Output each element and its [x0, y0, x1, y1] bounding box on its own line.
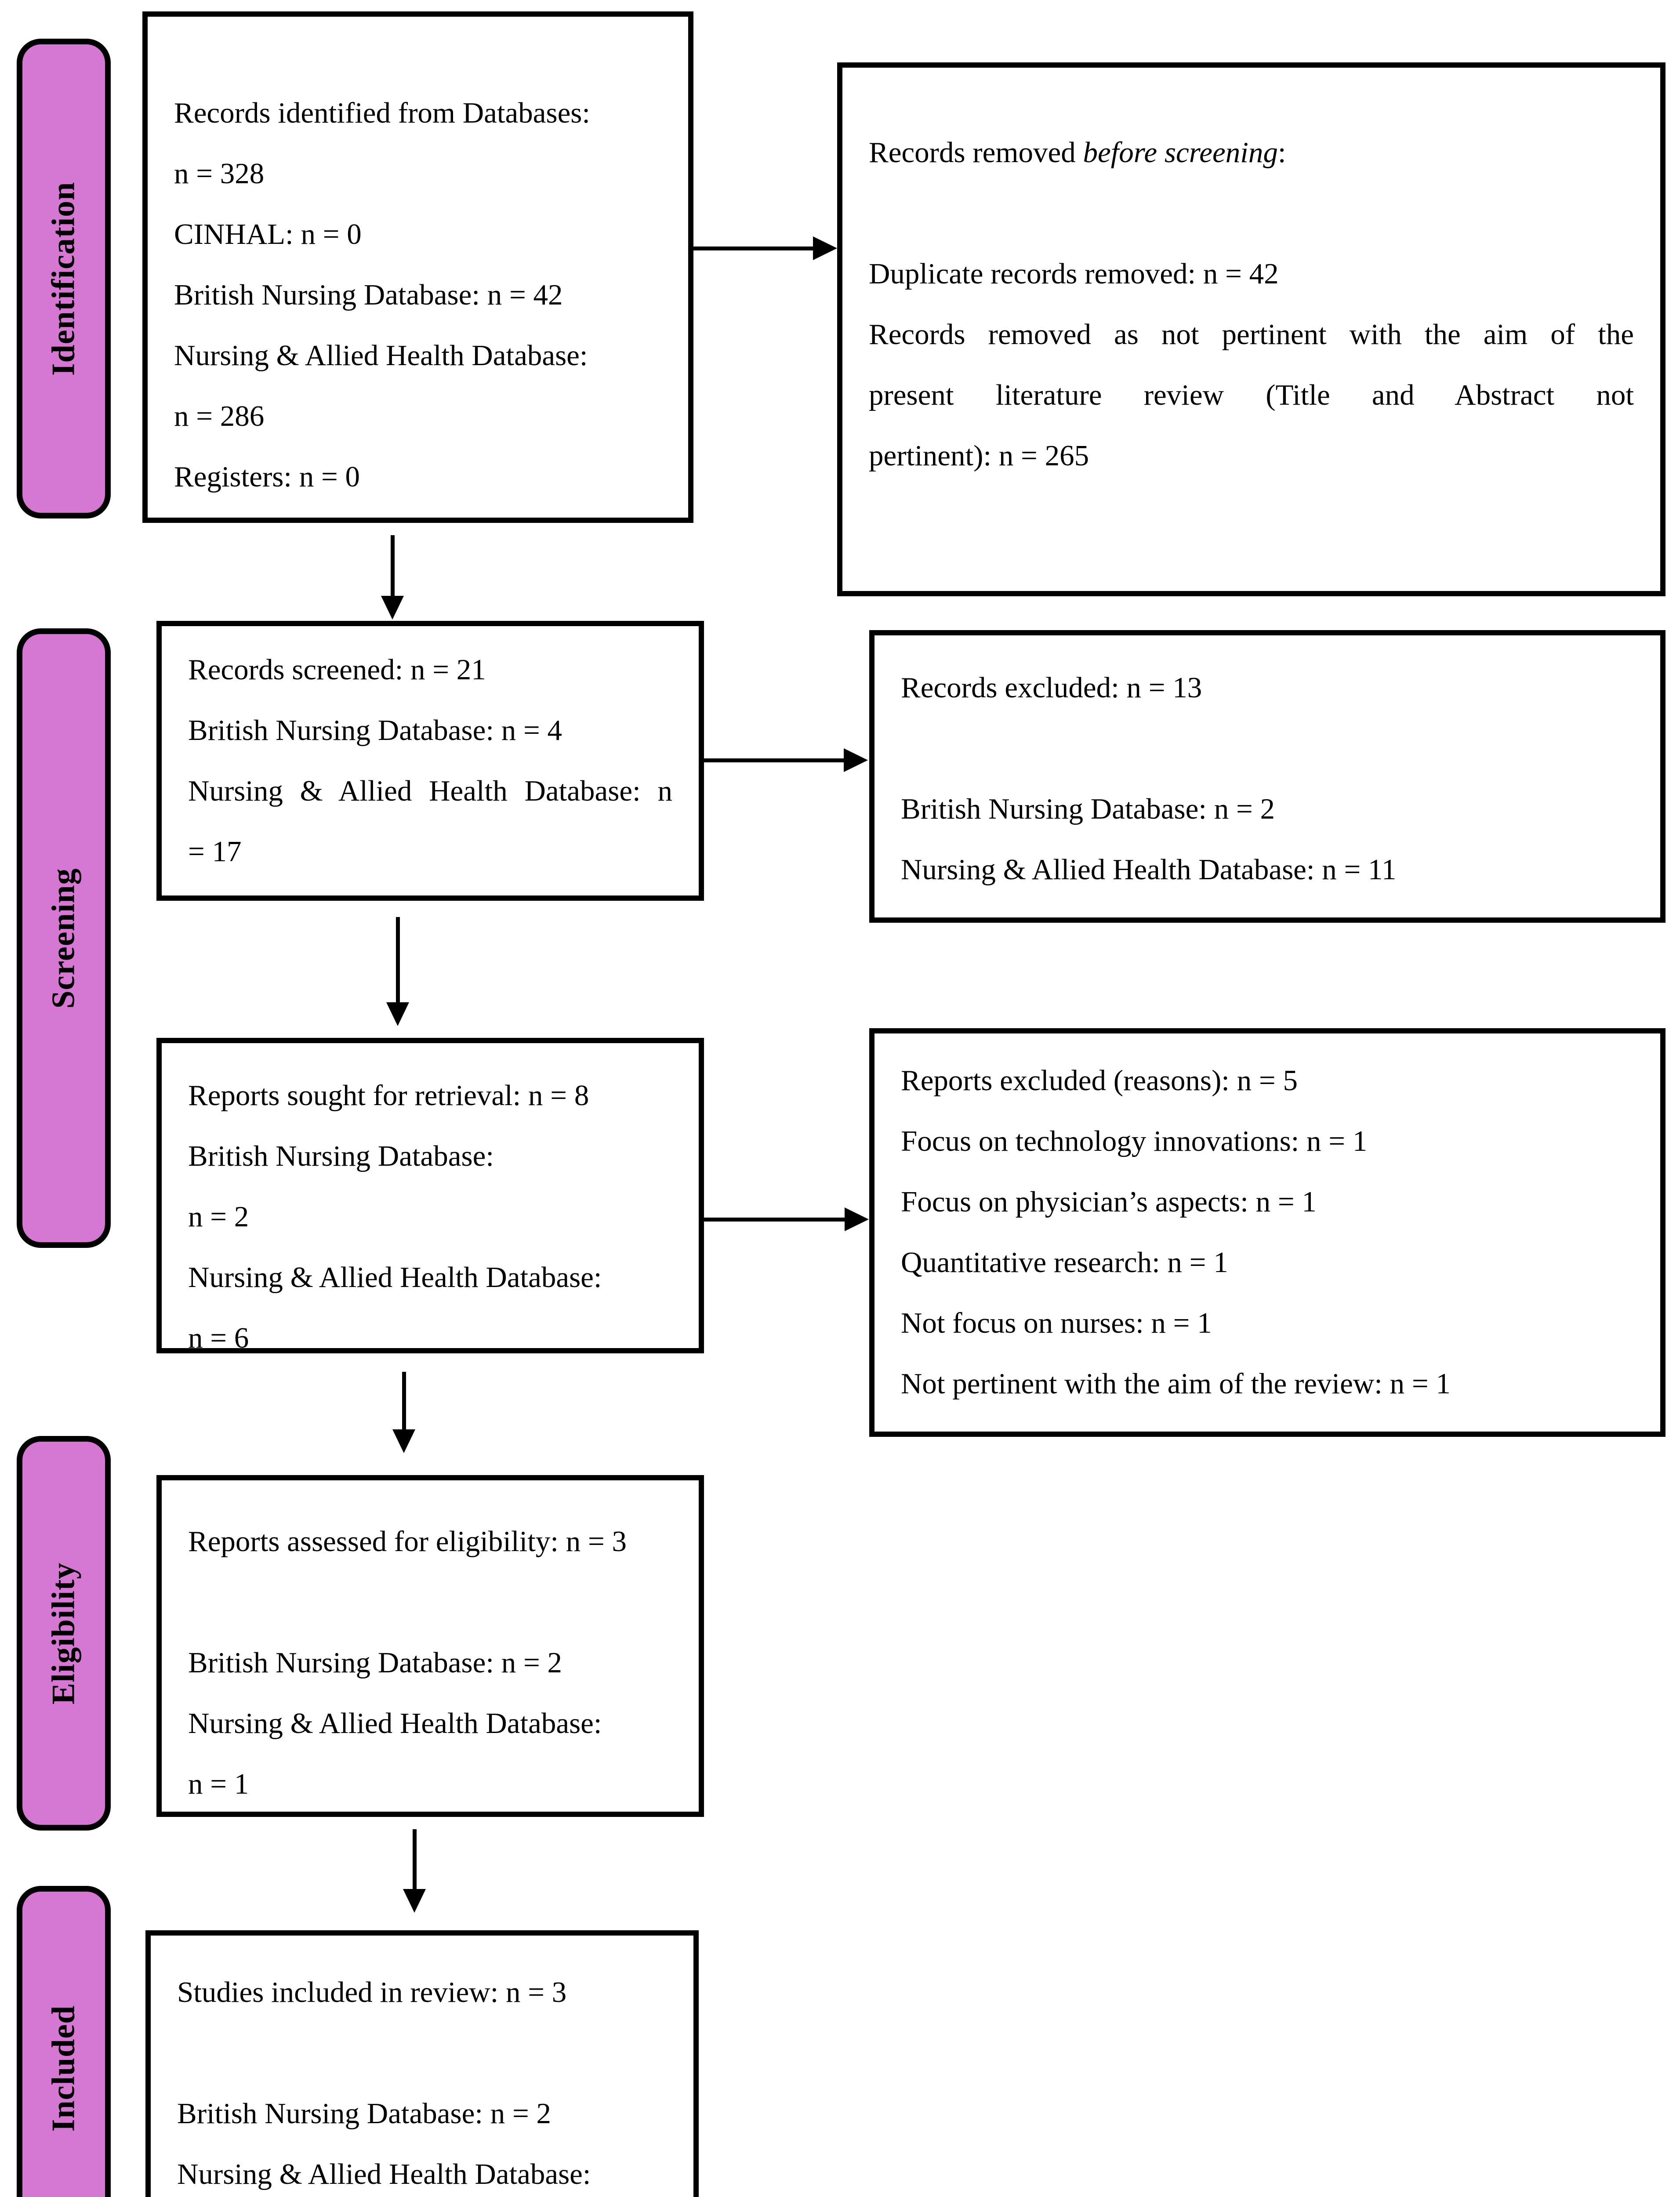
box-line: Focus on physician’s aspects: n = 1: [901, 1186, 1317, 1218]
stage-label-included: Included: [45, 2005, 82, 2132]
box-line: n = 286: [174, 400, 265, 432]
arrow-shaft: [396, 917, 400, 1002]
stage-screening: Screening: [17, 628, 111, 1248]
box-records-removed-before-screening: Records removed before screening: Duplic…: [837, 62, 1665, 596]
arrow-shaft: [412, 1829, 417, 1889]
box-line: British Nursing Database: n = 4: [188, 714, 562, 747]
box-line: Focus on technology innovations: n = 1: [901, 1125, 1368, 1157]
arrow-sought-to-reasons: [704, 1207, 869, 1231]
box-line: Registers: n = 0: [174, 460, 360, 493]
box-line: [177, 2023, 667, 2083]
box-line: Records removed before screening:: [869, 136, 1286, 169]
stage-identification: Identification: [17, 39, 111, 518]
box-line: Records removed as not pertinent with th…: [869, 318, 1634, 351]
arrowhead-icon: [392, 1429, 415, 1453]
box-studies-included: Studies included in review: n = 3 Britis…: [145, 1930, 699, 2197]
box-line: Nursing & Allied Health Database:: [188, 1707, 602, 1740]
box-line: n = 328: [174, 157, 265, 190]
box-line: [188, 1572, 672, 1632]
box-line: = 17: [188, 835, 242, 868]
box-line: British Nursing Database: n = 42: [174, 279, 563, 311]
box-line: Reports assessed for eligibility: n = 3: [188, 1525, 627, 1558]
box-line: CINHAL: n = 0: [174, 218, 362, 250]
box-line: present literature review (Title and Abs…: [869, 379, 1634, 411]
arrow-screened-to-sought: [386, 917, 409, 1026]
box-line: Nursing & Allied Health Database:: [188, 1261, 602, 1294]
box-line: British Nursing Database: n = 2: [901, 793, 1275, 825]
box-line: Not focus on nurses: n = 1: [901, 1307, 1212, 1339]
box-line: Records screened: n = 21: [188, 653, 486, 686]
arrowhead-icon: [813, 236, 837, 260]
box-line: Nursing & Allied Health Database:: [174, 339, 588, 372]
arrowhead-icon: [844, 748, 868, 772]
box-line: [901, 718, 1634, 779]
box-line: pertinent): n = 265: [869, 439, 1089, 472]
arrowhead-icon: [381, 596, 404, 620]
box-line: Not pertinent with the aim of the review…: [901, 1367, 1451, 1400]
stage-included: Included: [17, 1886, 111, 2197]
stage-eligibility: Eligibility: [17, 1436, 111, 1831]
box-line: Reports excluded (reasons): n = 5: [901, 1064, 1298, 1097]
box-records-excluded: Records excluded: n = 13 British Nursing…: [869, 630, 1665, 923]
arrowhead-icon: [403, 1889, 426, 1913]
box-reports-excluded: Reports excluded (reasons): n = 5 Focus o…: [869, 1028, 1665, 1437]
arrow-identified-to-removed: [693, 236, 837, 260]
box-line: Nursing & Allied Health Database: n = 11: [901, 853, 1397, 886]
box-line: Studies included in review: n = 3: [177, 1976, 567, 2008]
arrow-shaft: [390, 535, 395, 596]
box-reports-assessed: Reports assessed for eligibility: n = 3 …: [156, 1475, 704, 1817]
arrowhead-icon: [845, 1207, 869, 1231]
arrow-assessed-to-included: [403, 1829, 426, 1913]
box-line: n = 6: [188, 1322, 249, 1354]
box-line: Records excluded: n = 13: [901, 671, 1202, 704]
box-reports-sought: Reports sought for retrieval: n = 8 Briti…: [156, 1038, 704, 1354]
arrow-screened-to-excluded: [704, 748, 868, 772]
arrow-shaft: [704, 758, 844, 762]
box-line: [869, 183, 1634, 243]
box-line: n = 1: [188, 1768, 249, 1800]
stage-label-screening: Screening: [45, 867, 82, 1009]
box-line: Nursing & Allied Health Database: n: [188, 775, 672, 807]
stage-label-identification: Identification: [45, 181, 82, 376]
arrow-sought-to-assessed: [392, 1372, 415, 1453]
box-line: Quantitative research: n = 1: [901, 1246, 1228, 1279]
box-records-identified: Records identified from Databases: n = 32…: [142, 11, 693, 523]
box-line: Nursing & Allied Health Database:: [177, 2158, 591, 2190]
arrow-shaft: [704, 1217, 845, 1222]
box-line: n = 2: [188, 1200, 249, 1233]
stage-label-eligibility: Eligibility: [45, 1562, 82, 1704]
box-line: British Nursing Database:: [188, 1140, 494, 1172]
box-line: British Nursing Database: n = 2: [177, 2097, 551, 2130]
arrow-shaft: [693, 246, 813, 250]
arrow-shaft: [402, 1372, 406, 1429]
box-line: Records identified from Databases:: [174, 97, 590, 129]
arrow-identified-to-screened: [381, 535, 404, 620]
box-records-screened: Records screened: n = 21 British Nursing …: [156, 621, 704, 901]
box-line: Reports sought for retrieval: n = 8: [188, 1079, 589, 1112]
box-line: Duplicate records removed: n = 42: [869, 257, 1279, 290]
arrowhead-icon: [386, 1002, 409, 1026]
box-line: British Nursing Database: n = 2: [188, 1646, 562, 1679]
